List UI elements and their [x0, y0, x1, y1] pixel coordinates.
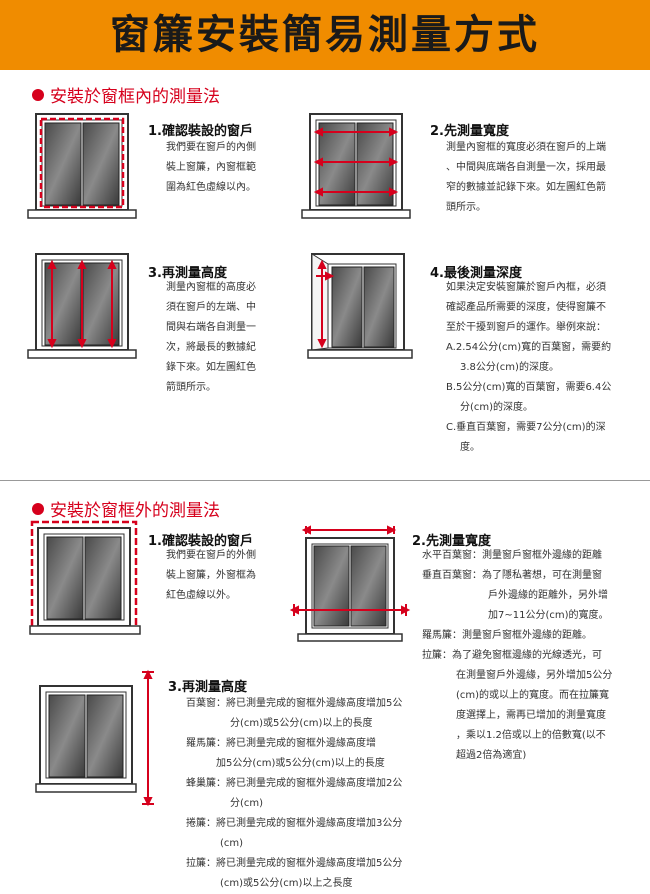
inside-step3-title: 3.再測量高度 [148, 266, 227, 281]
text-line: 戶外邊緣的距離外，另外增 [488, 590, 608, 601]
outside-step3-title: 3.再測量高度 [168, 680, 247, 695]
text-line: 、中間與底端各自測量一次，採用最 [446, 162, 606, 173]
section-divider [0, 480, 650, 481]
outside-step3-text: 百葉窗：將已測量完成的窗框外邊緣高度增加5公 分(cm)或5公分(cm)以上的長… [186, 694, 402, 894]
text-line: 羅馬簾：將已測量完成的窗框外邊緣高度增 [186, 738, 376, 749]
inside-step1-text: 我們要在窗戶的內側 裝上窗簾，內窗框範 圍為紅色虛線以內。 [166, 138, 256, 198]
text-line: 超過2倍為適宜) [456, 750, 527, 761]
text-line: 如果決定安裝窗簾於窗戶內框，必須 [446, 282, 606, 293]
section-heading-outside: 安裝於窗框外的測量法 [32, 496, 220, 521]
text-line: 裝上窗簾，內窗框範 [166, 162, 256, 173]
text-line: 羅馬簾：測量窗戶窗框外邊緣的距離。 [422, 630, 592, 641]
inside-step2-title: 2.先測量寬度 [430, 124, 509, 139]
text-line: B.5公分(cm)寬的百葉窗，需要6.4公 [446, 382, 612, 393]
text-line: 分(cm)或5公分(cm)以上的長度 [230, 718, 373, 729]
text-line: 間與右端各自測量一 [166, 322, 256, 333]
inside-step4-title: 4.最後測量深度 [430, 266, 522, 281]
text-line: (cm) [220, 838, 244, 849]
window-illustration-depth [307, 253, 413, 359]
text-line: 度選擇上，需再已增加的測量寬度 [456, 710, 606, 721]
inside-step4-text: 如果決定安裝窗簾於窗戶內框，必須 確認產品所需要的深度，使得窗簾不 至於干擾到窗… [446, 278, 611, 458]
text-line: 加7~11公分(cm)的寬度。 [488, 610, 609, 621]
text-line: C.垂直百葉窗，需要7公分(cm)的深 [446, 422, 606, 433]
window-illustration-inside-frame [27, 113, 137, 219]
text-line: 至於干擾到窗戶的運作。舉例來說： [446, 322, 606, 333]
window-illustration-outside-frame [29, 520, 141, 635]
text-line: 拉簾：為了避免窗框邊緣的光線透光，可 [422, 650, 602, 661]
text-line: 紅色虛線以外。 [166, 590, 236, 601]
window-illustration-outside-width [289, 525, 411, 642]
text-line: 我們要在窗戶的外側 [166, 550, 256, 561]
outside-step2-title: 2.先測量寬度 [412, 534, 491, 549]
text-line: (cm)的或以上的寬度。而在拉簾寬 [456, 690, 610, 701]
section-heading-inside-label: 安裝於窗框內的測量法 [50, 87, 220, 107]
text-line: ，乘以1.2倍或以上的倍數寬(以不 [456, 730, 606, 741]
title-banner [0, 0, 650, 70]
text-line: 分(cm) [230, 798, 264, 809]
text-line: 我們要在窗戶的內側 [166, 142, 256, 153]
text-line: 測量內窗框的寬度必須在窗戶的上端 [446, 142, 606, 153]
text-line: 加5公分(cm)或5公分(cm)以上的長度 [216, 758, 385, 769]
text-line: 頭所示。 [446, 202, 486, 213]
bullet-icon [32, 88, 44, 101]
text-line: 確認產品所需要的深度，使得窗簾不 [446, 302, 606, 313]
inside-step1-title: 1.確認裝設的窗戶 [148, 124, 253, 139]
text-line: 度。 [460, 442, 480, 453]
text-line: 垂直百葉窗：為了隱私著想，可在測量窗 [422, 570, 602, 581]
text-line: 水平百葉窗：測量窗戶窗框外邊緣的距離 [422, 550, 602, 561]
text-line: 次，將最長的數據紀 [166, 342, 256, 353]
text-line: 捲簾：將已測量完成的窗框外邊緣高度增加3公分 [186, 818, 403, 829]
window-illustration-height [27, 253, 137, 359]
inside-step2-text: 測量內窗框的寬度必須在窗戶的上端 、中間與底端各自測量一次，採用最 窄的數據並記… [446, 138, 606, 218]
outside-step1-text: 我們要在窗戶的外側 裝上窗簾，外窗框為 紅色虛線以外。 [166, 546, 256, 606]
text-line: 在測量窗戶外邊緣，另外增加5公分 [456, 670, 613, 681]
text-line: 蜂巢簾：將已測量完成的窗框外邊緣高度增加2公 [186, 778, 403, 789]
text-line: 3.8公分(cm)的深度。 [460, 362, 559, 373]
text-line: 拉簾：將已測量完成的窗框外邊緣高度增加5公分 [186, 858, 403, 869]
text-line: 箭頭所示。 [166, 382, 216, 393]
text-line: (cm)或5公分(cm)以上之長度 [220, 878, 353, 889]
text-line: 須在窗戶的左端、中 [166, 302, 256, 313]
window-illustration-width [301, 113, 411, 219]
text-line: 測量內窗框的高度必 [166, 282, 256, 293]
text-line: 裝上窗簾，外窗框為 [166, 570, 256, 581]
section-heading-outside-label: 安裝於窗框外的測量法 [50, 501, 220, 521]
text-line: 百葉窗：將已測量完成的窗框外邊緣高度增加5公 [186, 698, 403, 709]
outside-step1-title: 1.確認裝設的窗戶 [148, 534, 253, 549]
inside-step3-text: 測量內窗框的高度必 須在窗戶的左端、中 間與右端各自測量一 次，將最長的數據紀 … [166, 278, 256, 398]
section-heading-inside: 安裝於窗框內的測量法 [32, 82, 220, 107]
text-line: 錄下來。如左圖紅色 [166, 362, 256, 373]
window-illustration-outside-height [35, 669, 154, 807]
text-line: 窄的數據並記錄下來。如左圖紅色箭 [446, 182, 606, 193]
text-line: A.2.54公分(cm)寬的百葉窗，需要約 [446, 342, 612, 353]
page-title: 窗簾安裝簡易測量方式 [110, 12, 540, 58]
text-line: 圍為紅色虛線以內。 [166, 182, 256, 193]
outside-step2-text: 水平百葉窗：測量窗戶窗框外邊緣的距離 垂直百葉窗：為了隱私著想，可在測量窗 戶外… [422, 546, 612, 766]
bullet-icon [32, 502, 44, 515]
text-line: 分(cm)的深度。 [460, 402, 534, 413]
